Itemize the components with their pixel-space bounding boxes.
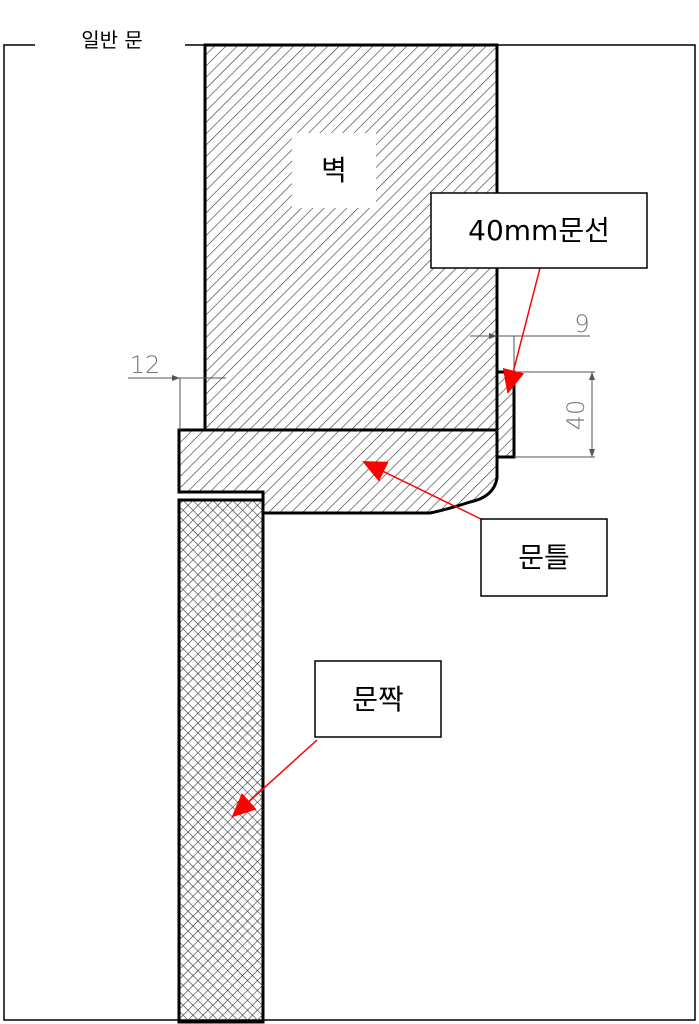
wall-label: 벽 bbox=[321, 154, 347, 187]
door-leaf-arrow bbox=[231, 739, 318, 818]
casing-label: 40mm문선 bbox=[468, 214, 610, 247]
casing-arrow bbox=[502, 267, 541, 394]
dimension-12 bbox=[128, 375, 226, 430]
door-leaf-label-box bbox=[314, 660, 442, 738]
dimension-40-label: 40 bbox=[562, 400, 590, 431]
door-leaf-label: 문짝 bbox=[352, 683, 404, 716]
casing-section bbox=[495, 370, 516, 459]
outer-frame bbox=[3, 44, 696, 1021]
dimension-40 bbox=[514, 371, 595, 458]
dimension-9-label: 9 bbox=[574, 310, 589, 338]
door-leaf-section bbox=[177, 498, 265, 1024]
casing-label-box bbox=[430, 192, 648, 269]
door-frame-section bbox=[177, 428, 499, 515]
dimension-12-label: 12 bbox=[130, 351, 161, 379]
wall-label-box bbox=[292, 133, 376, 208]
drawing-title: 일반 문 bbox=[81, 28, 143, 52]
frame-label-box bbox=[480, 518, 608, 597]
frame-label: 문틀 bbox=[518, 541, 570, 574]
frame-arrow bbox=[362, 461, 482, 520]
